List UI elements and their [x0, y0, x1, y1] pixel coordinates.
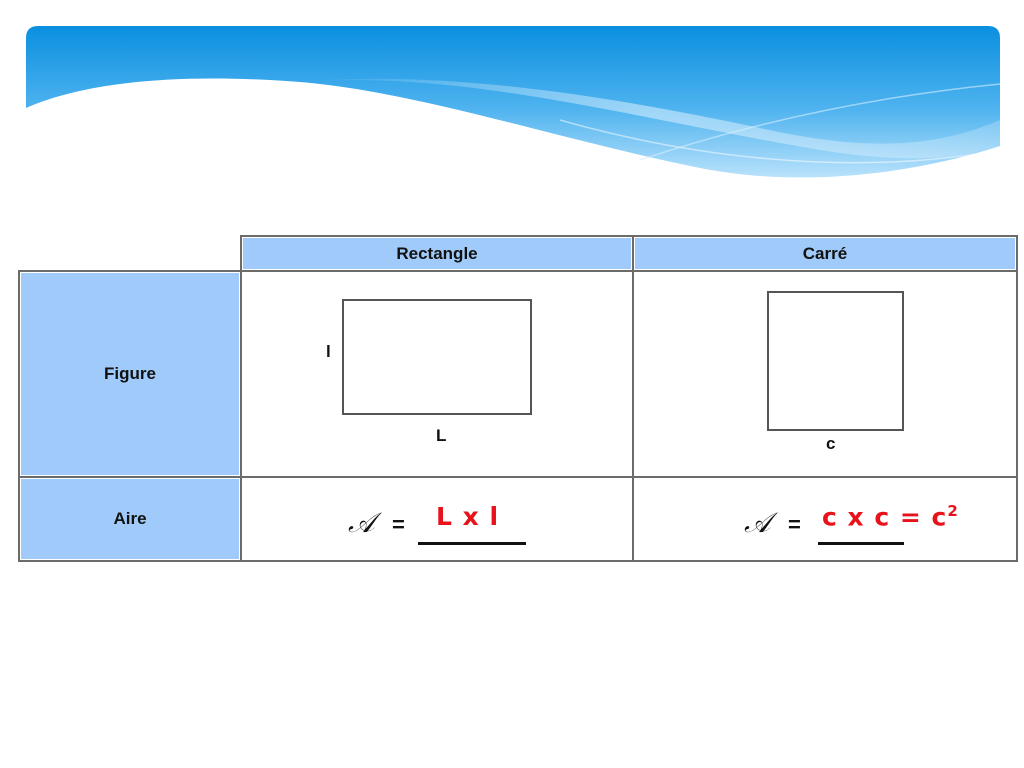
aire-row: Aire 𝒜 = L x l 𝒜 = c x c = c2 — [18, 476, 1018, 562]
table-header-row: Rectangle Carré — [19, 235, 1018, 272]
row-header-figure: Figure — [18, 270, 242, 478]
square-equals: = — [788, 512, 801, 537]
rectangle-figure-cell: l L — [240, 270, 634, 478]
header-wave-banner — [26, 26, 1001, 178]
area-formula-table: Rectangle Carré Figure l L c Aire 𝒜 = L … — [18, 235, 1018, 562]
banner-wave-line-2 — [559, 119, 1001, 164]
square-area-cell: 𝒜 = c x c = c2 — [632, 476, 1018, 562]
square-side-label: c — [826, 434, 836, 453]
banner-wave-highlight — [300, 78, 1000, 159]
column-header-carre: Carré — [632, 235, 1018, 272]
table-corner — [19, 236, 241, 271]
rectangle-area-symbol: 𝒜 — [348, 506, 375, 539]
square-area-answer: c x c = c2 — [822, 502, 959, 531]
rectangle-area-answer: L x l — [436, 502, 500, 531]
square-drawing — [767, 291, 904, 431]
square-figure-cell: c — [632, 270, 1018, 478]
rectangle-width-label: l — [326, 342, 331, 361]
square-area-exponent: 2 — [947, 502, 959, 520]
rectangle-answer-underline — [418, 542, 526, 545]
square-area-answer-text: c x c = c — [822, 502, 948, 532]
rectangle-drawing — [342, 299, 532, 415]
square-area-symbol: 𝒜 — [744, 506, 771, 539]
rectangle-area-cell: 𝒜 = L x l — [240, 476, 634, 562]
square-answer-underline — [818, 542, 904, 545]
column-header-rectangle: Rectangle — [240, 235, 634, 272]
figure-row: Figure l L c — [18, 270, 1018, 478]
banner-wave-line — [639, 83, 1001, 161]
row-header-aire: Aire — [18, 476, 242, 562]
banner-shape — [26, 26, 1000, 178]
rectangle-equals: = — [392, 512, 405, 537]
rectangle-length-label: L — [436, 426, 447, 445]
